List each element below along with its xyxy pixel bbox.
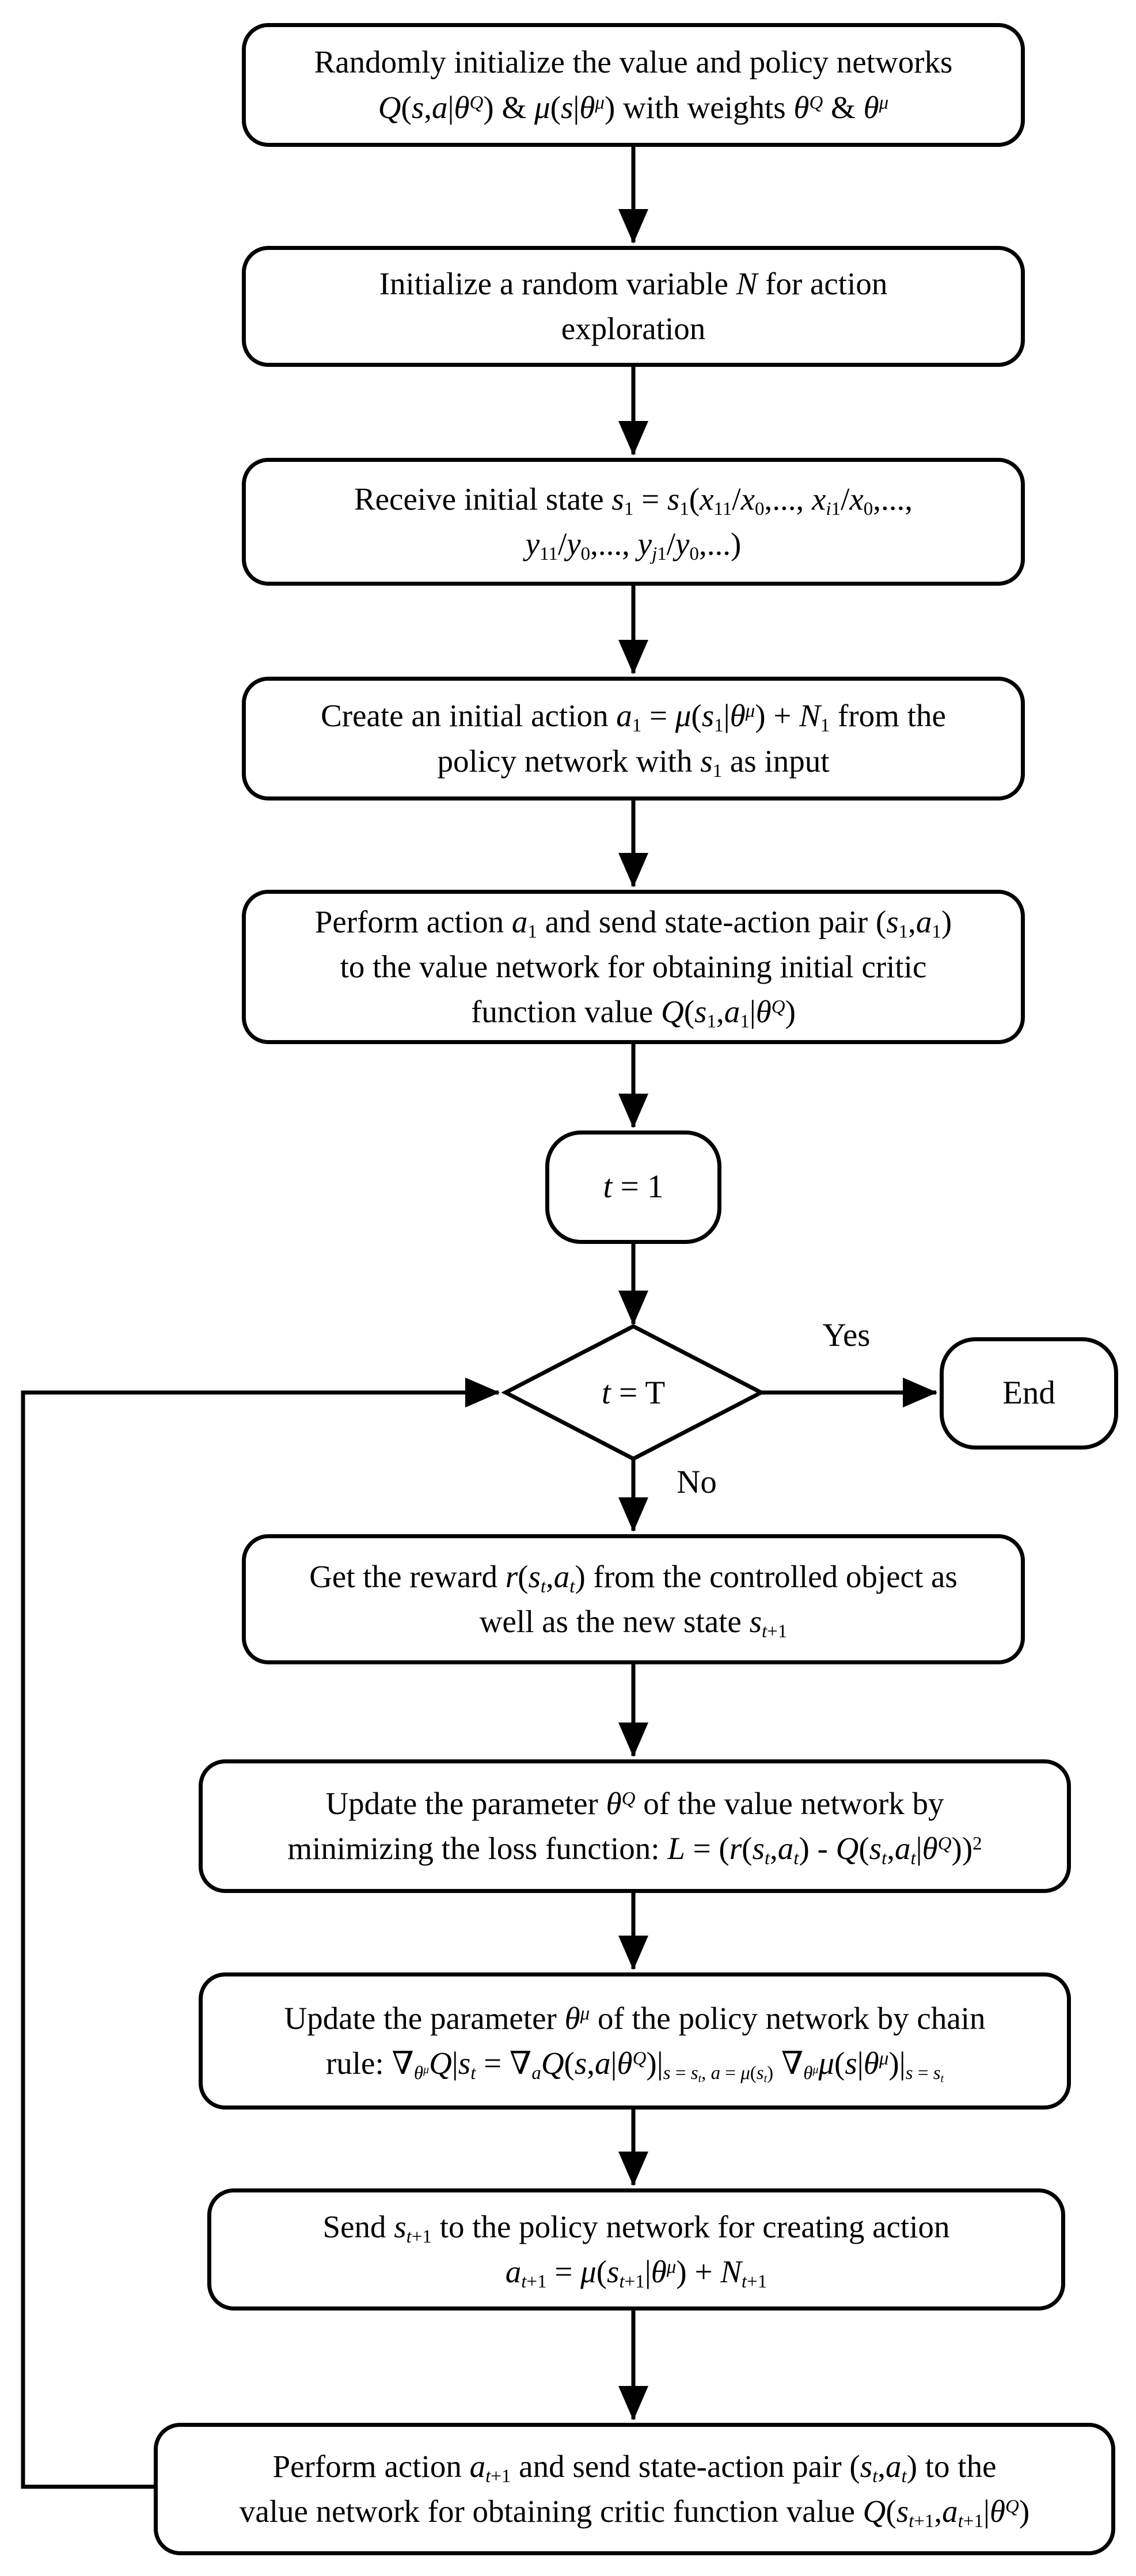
- yes-branch-label: Yes: [822, 1317, 871, 1353]
- process-perform-next-action-text: Perform action at+1 and send state-actio…: [239, 2448, 1030, 2532]
- loop-back-line: [21, 1378, 500, 2489]
- process-create-initial-action-text: Create an initial action a1 = μ(s1|θμ) +…: [321, 698, 946, 781]
- terminal-t-equals-1-text: t = 1: [603, 1169, 664, 1205]
- decision-t-equals-T-label: t = T: [547, 1369, 720, 1416]
- no-branch-label: No: [677, 1464, 717, 1500]
- process-receive-initial-state: Receive initial state s1 = s1(x11/x0,...…: [242, 458, 1025, 586]
- process-update-value-network: Update the parameter θQ of the value net…: [199, 1759, 1071, 1893]
- process-update-policy-network-text: Update the parameter θμ of the policy ne…: [284, 2000, 986, 2085]
- process-receive-initial-state-text: Receive initial state s1 = s1(x11/x0,...…: [354, 481, 913, 565]
- process-get-reward: Get the reward r(st,at) from the control…: [242, 1534, 1025, 1664]
- process-send-next-state: Send st+1 to the policy network for crea…: [207, 2188, 1065, 2311]
- process-update-policy-network: Update the parameter θμ of the policy ne…: [199, 1972, 1071, 2110]
- process-init-random-variable-text: Initialize a random variable N for actio…: [379, 265, 888, 346]
- process-create-initial-action: Create an initial action a1 = μ(s1|θμ) +…: [242, 677, 1025, 801]
- process-init-networks-text: Randomly initialize the value and policy…: [314, 44, 953, 125]
- terminal-end-text: End: [1002, 1375, 1055, 1412]
- decision-t-equals-T-text: t = T: [601, 1374, 666, 1411]
- process-get-reward-text: Get the reward r(st,at) from the control…: [309, 1558, 958, 1642]
- process-perform-next-action: Perform action at+1 and send state-actio…: [154, 2423, 1115, 2555]
- process-init-networks: Randomly initialize the value and policy…: [242, 23, 1025, 147]
- terminal-t-equals-1: t = 1: [545, 1130, 721, 1244]
- process-send-next-state-text: Send st+1 to the policy network for crea…: [322, 2209, 950, 2293]
- decision-diamond: [501, 1324, 766, 1461]
- process-perform-initial-action: Perform action a1 and send state-action …: [242, 890, 1025, 1044]
- process-update-value-network-text: Update the parameter θQ of the value net…: [287, 1785, 982, 1869]
- process-init-random-variable: Initialize a random variable N for actio…: [242, 246, 1025, 367]
- process-perform-initial-action-text: Perform action a1 and send state-action …: [314, 904, 952, 1033]
- terminal-end: End: [940, 1337, 1118, 1450]
